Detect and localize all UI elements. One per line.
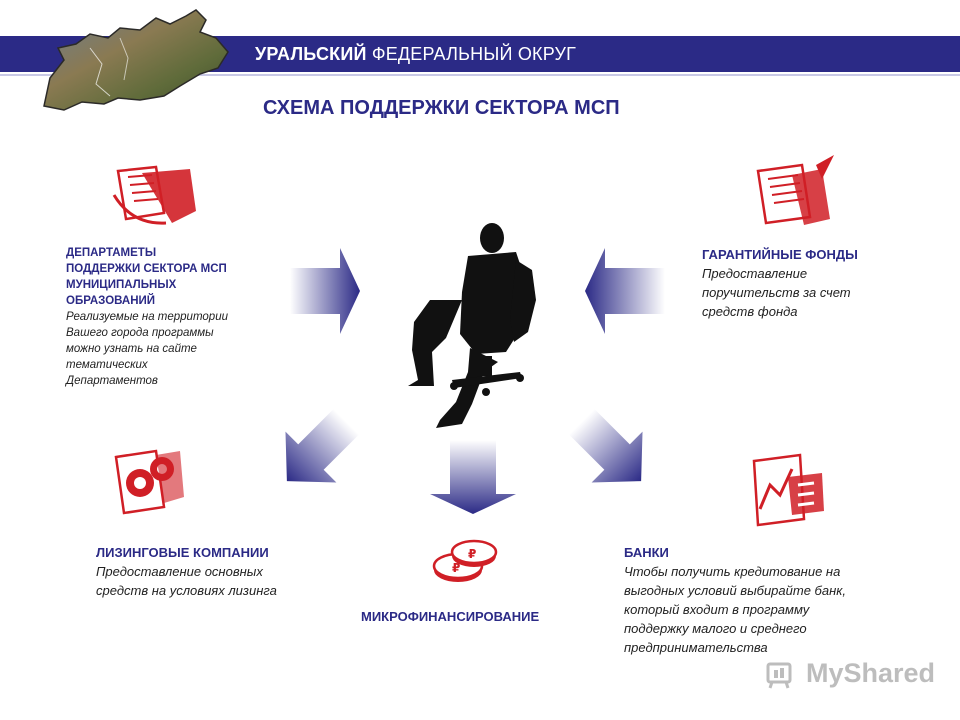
- departments-block: ДЕПАРТАМЕТЫ ПОДДЕРЖКИ СЕКТОРА МСП МУНИЦИ…: [66, 245, 266, 389]
- russia-map-icon: [43, 9, 229, 111]
- guarantee-funds-title: ГАРАНТИЙНЫЕ ФОНДЫ: [702, 247, 858, 262]
- arrow-down-icon: [430, 440, 516, 514]
- documents-icon: [112, 165, 196, 225]
- leasing-description: Предоставление основных средств на услов…: [96, 564, 277, 598]
- banks-description: Чтобы получить кредитование на выгодных …: [624, 564, 846, 655]
- header-title: УРАЛЬСКИЙ ФЕДЕРАЛЬНЫЙ ОКРУГ: [255, 44, 577, 64]
- documents-pen-icon: [756, 155, 834, 225]
- chart-icon: [752, 453, 824, 527]
- page-title: СХЕМА ПОДДЕРЖКИ СЕКТОРА МСП: [263, 97, 620, 119]
- gears-icon: [114, 449, 184, 515]
- arrow-right-icon: [290, 248, 360, 334]
- businessman-icon: [408, 223, 536, 428]
- svg-text:₽: ₽: [452, 561, 460, 575]
- leasing-title: ЛИЗИНГОВЫЕ КОМПАНИИ: [96, 545, 269, 560]
- guarantee-funds-description: Предоставление поручительств за счет сре…: [702, 266, 851, 319]
- leasing-block: ЛИЗИНГОВЫЕ КОМПАНИИ Предоставление основ…: [96, 543, 336, 600]
- watermark: MyShared: [806, 658, 936, 688]
- departments-description: Реализуемые на территории Вашего города …: [66, 311, 228, 387]
- myshared-logo-icon: [766, 662, 792, 689]
- guarantee-funds-block: ГАРАНТИЙНЫЕ ФОНДЫ Предоставление поручит…: [702, 245, 932, 321]
- coins-icon: ₽ ₽: [432, 539, 498, 582]
- arrow-down-left-icon: [285, 408, 360, 483]
- microfinance-title: МИКРОФИНАНСИРОВАНИЕ: [361, 609, 540, 624]
- banks-title: БАНКИ: [624, 545, 669, 560]
- departments-title: ДЕПАРТАМЕТЫ ПОДДЕРЖКИ СЕКТОРА МСП МУНИЦИ…: [66, 247, 227, 307]
- arrow-down-right-icon: [568, 408, 643, 483]
- banks-block: БАНКИ Чтобы получить кредитование на выг…: [624, 543, 914, 657]
- svg-text:₽: ₽: [468, 547, 476, 561]
- arrow-left-icon: [585, 248, 665, 334]
